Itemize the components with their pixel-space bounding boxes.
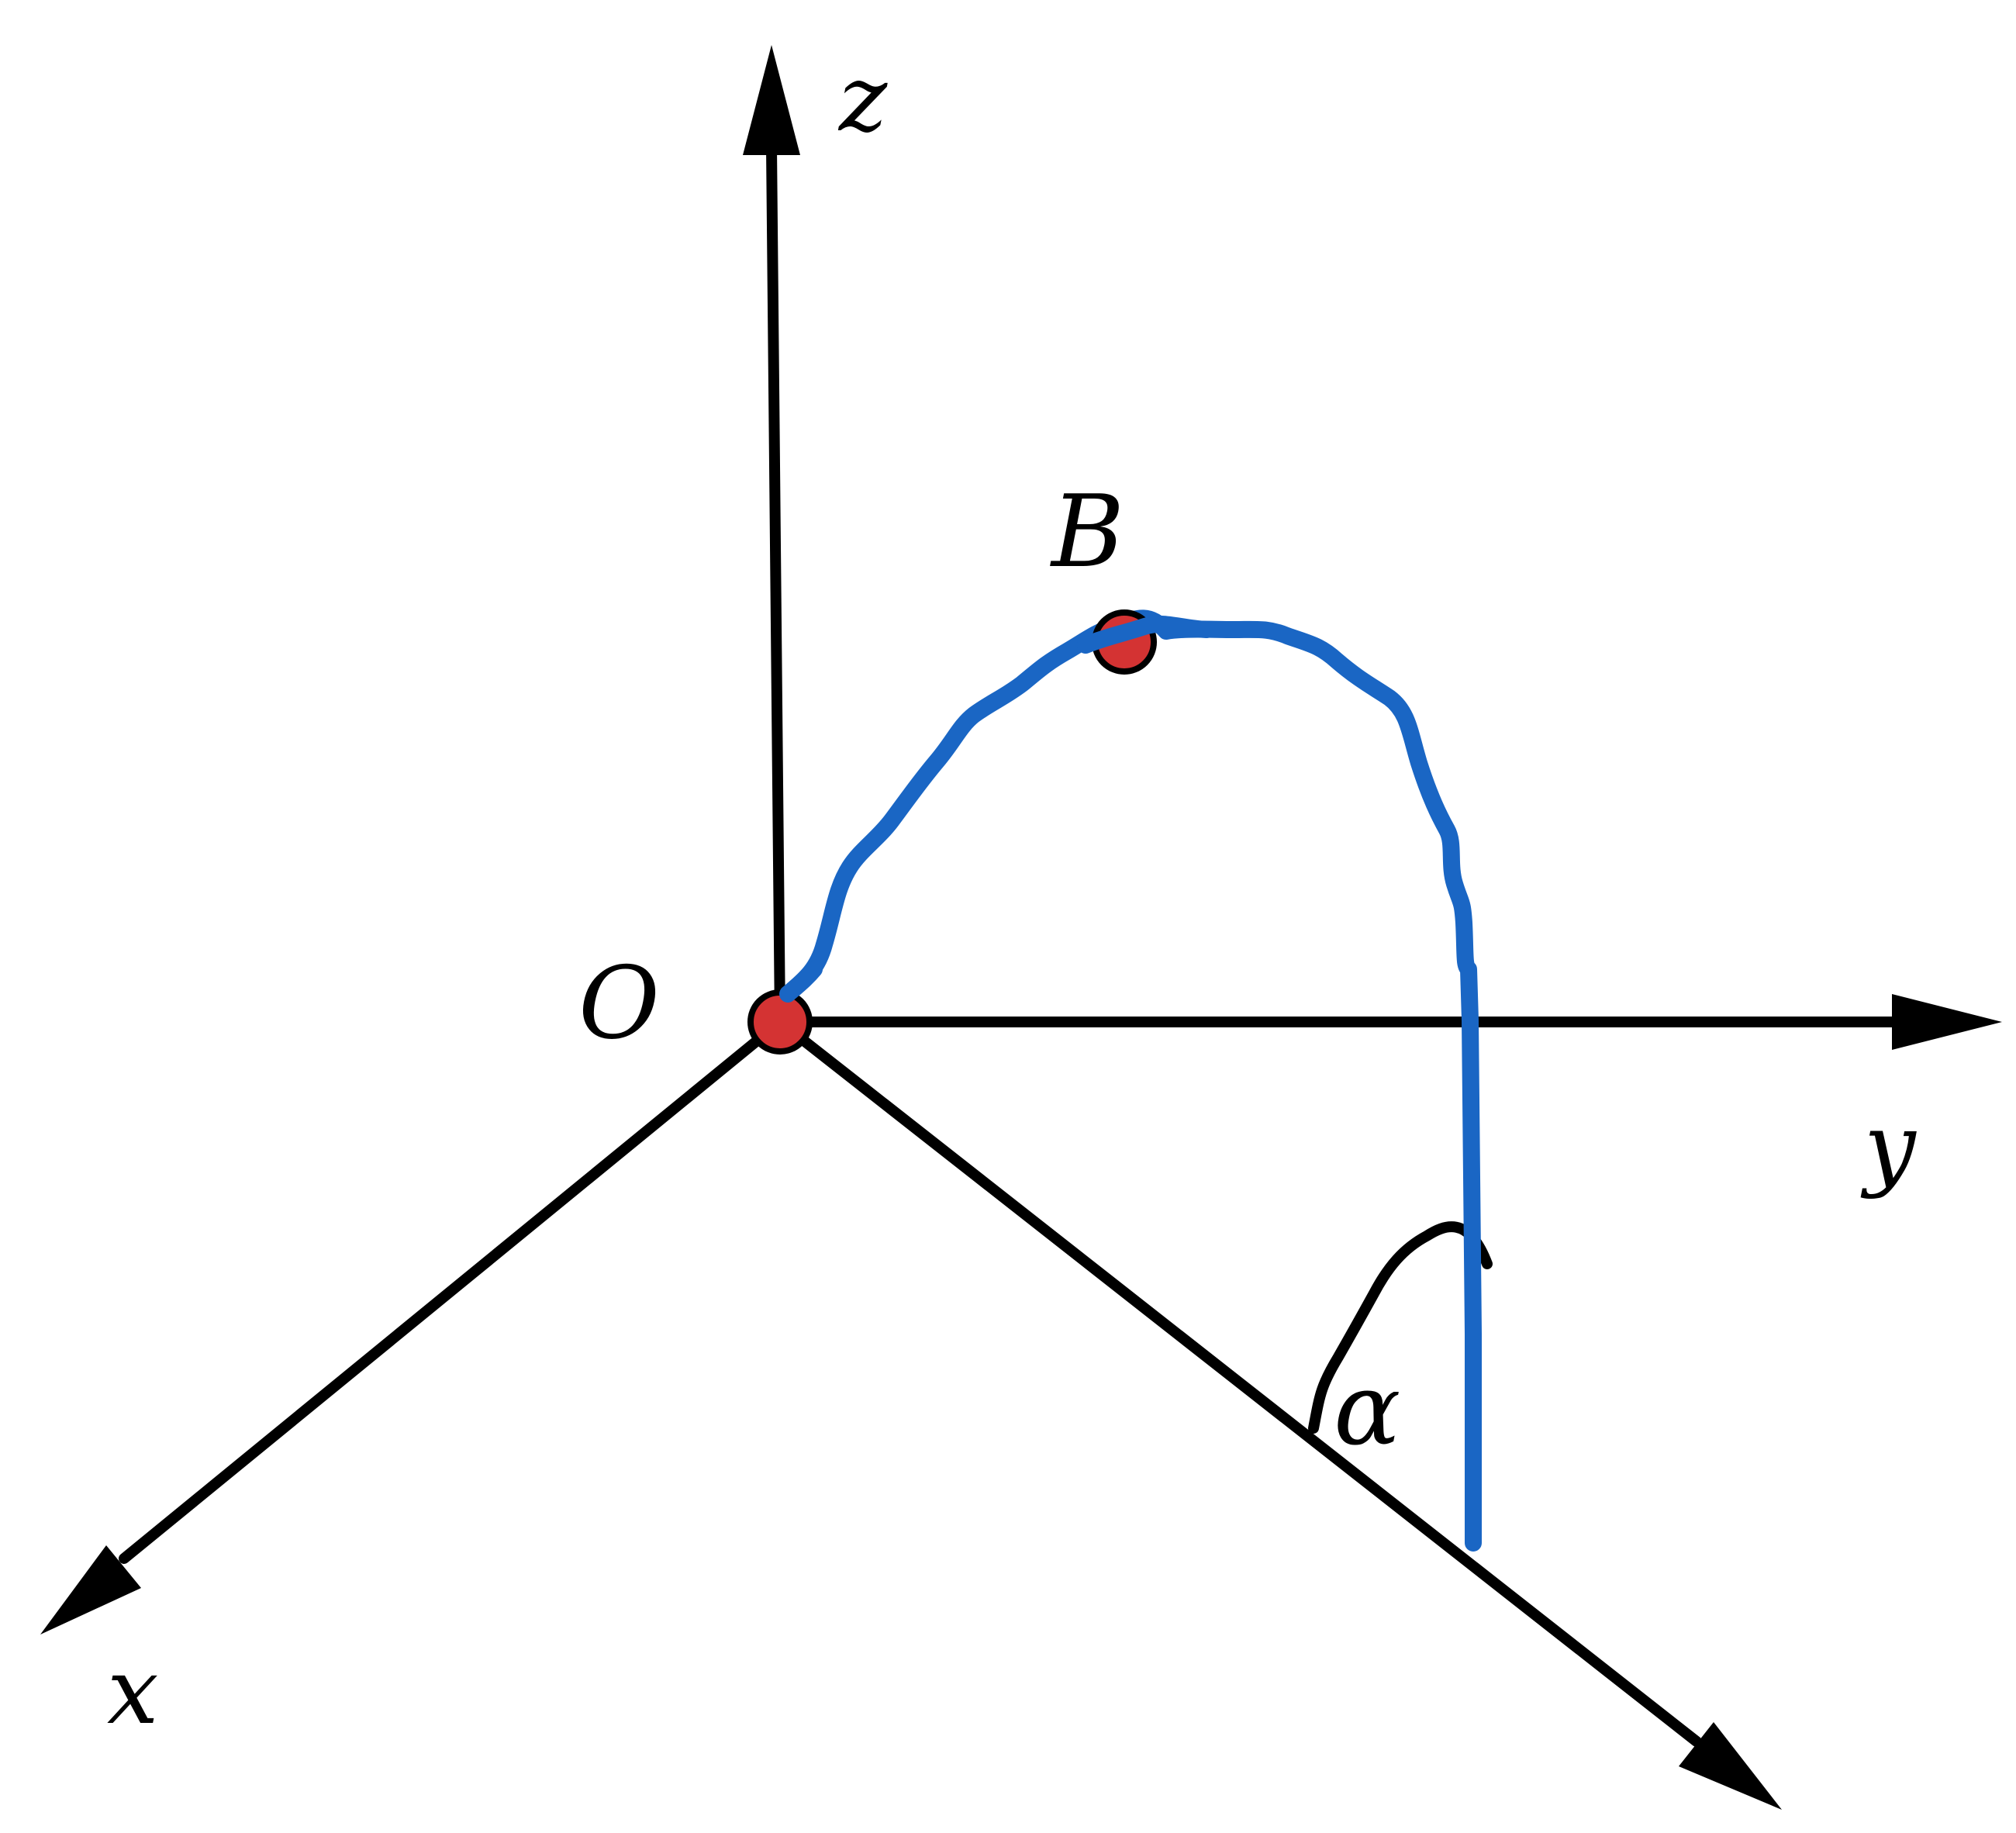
y-axis bbox=[775, 994, 2002, 1050]
ray-arrowhead bbox=[1679, 1722, 1782, 1810]
y-axis-label: y bbox=[1860, 1093, 1917, 1200]
x-axis-line bbox=[119, 1017, 785, 1564]
z-axis-arrowhead bbox=[743, 45, 800, 155]
x-axis bbox=[40, 1017, 785, 1635]
origin-label: O bbox=[578, 946, 660, 1061]
angle-alpha-arc bbox=[1308, 1221, 1493, 1434]
ray-line bbox=[775, 1017, 1702, 1747]
z-axis bbox=[743, 45, 800, 1027]
x-axis-label: x bbox=[107, 1638, 159, 1745]
origin-point bbox=[747, 989, 813, 1055]
point-b-label: B bbox=[1050, 475, 1124, 590]
z-axis-line bbox=[766, 142, 785, 1027]
z-axis-label: z bbox=[837, 45, 888, 152]
blue-curve-over-b bbox=[1077, 615, 1215, 654]
x-axis-arrowhead bbox=[40, 1545, 141, 1635]
ray bbox=[775, 1017, 1782, 1810]
angle-alpha-label: α bbox=[1334, 1352, 1400, 1468]
blue-curve-start bbox=[779, 961, 823, 1003]
y-axis-arrowhead bbox=[1892, 994, 2002, 1050]
